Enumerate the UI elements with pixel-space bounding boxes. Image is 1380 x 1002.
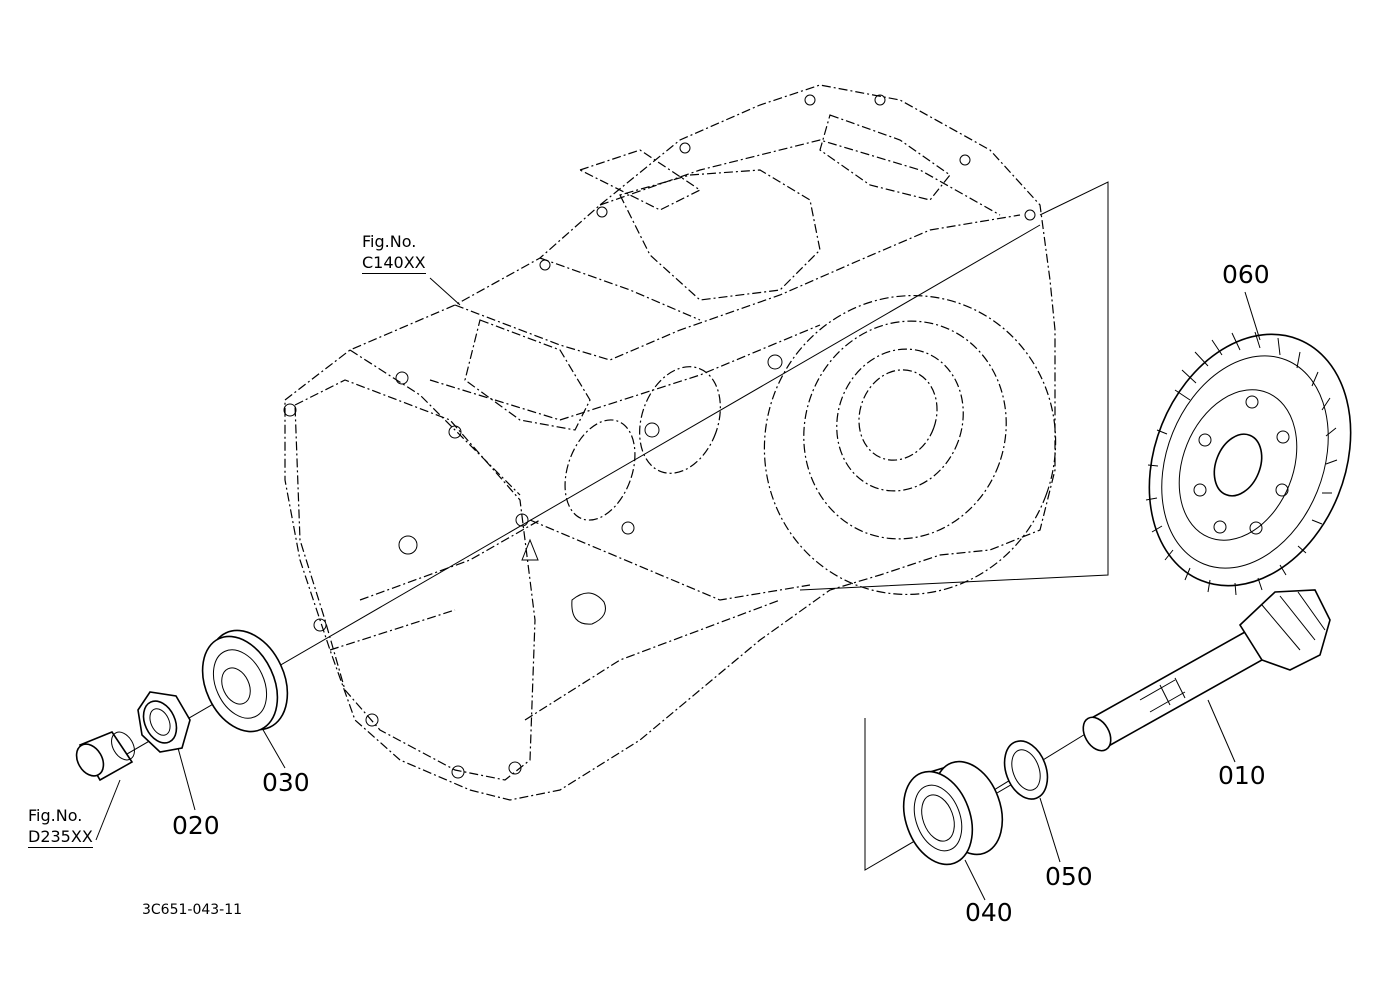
part-number-030: 030 — [262, 768, 310, 797]
ring-gear-060 — [1145, 331, 1352, 596]
leader-030 — [261, 727, 286, 769]
leader-c140xx — [429, 277, 461, 306]
leader-060 — [1244, 291, 1261, 341]
pinion-shaft-010 — [1082, 589, 1331, 752]
part-number-010: 010 — [1218, 761, 1266, 790]
leader-050 — [1039, 797, 1061, 863]
bearing-040 — [902, 760, 1004, 866]
drawing-id: 3C651-043-11 — [142, 902, 243, 918]
fig-ref-c140xx: Fig.No. C140XX — [362, 234, 426, 274]
transmission-case — [283, 84, 1057, 801]
leader-040 — [964, 859, 986, 901]
fig-ref-prefix: Fig.No. — [28, 806, 83, 825]
part-number-050: 050 — [1045, 862, 1093, 891]
fig-ref-code: C140XX — [362, 253, 426, 274]
leader-d235xx — [95, 779, 121, 841]
part-number-020: 020 — [172, 811, 220, 840]
part-number-060: 060 — [1222, 260, 1270, 289]
leader-010 — [1207, 699, 1236, 763]
fig-ref-d235xx: Fig.No. D235XX — [28, 808, 93, 848]
fig-ref-code: D235XX — [28, 827, 93, 848]
lock-nut-020 — [137, 691, 191, 753]
shim-050 — [1003, 740, 1049, 800]
leader-lines — [95, 277, 1261, 901]
part-number-040: 040 — [965, 898, 1013, 927]
part-group-bracket-upper — [799, 181, 1109, 591]
fig-ref-prefix: Fig.No. — [362, 232, 417, 251]
bearing-030 — [201, 629, 289, 733]
sleeve-part — [75, 731, 135, 782]
leader-020 — [177, 747, 196, 811]
